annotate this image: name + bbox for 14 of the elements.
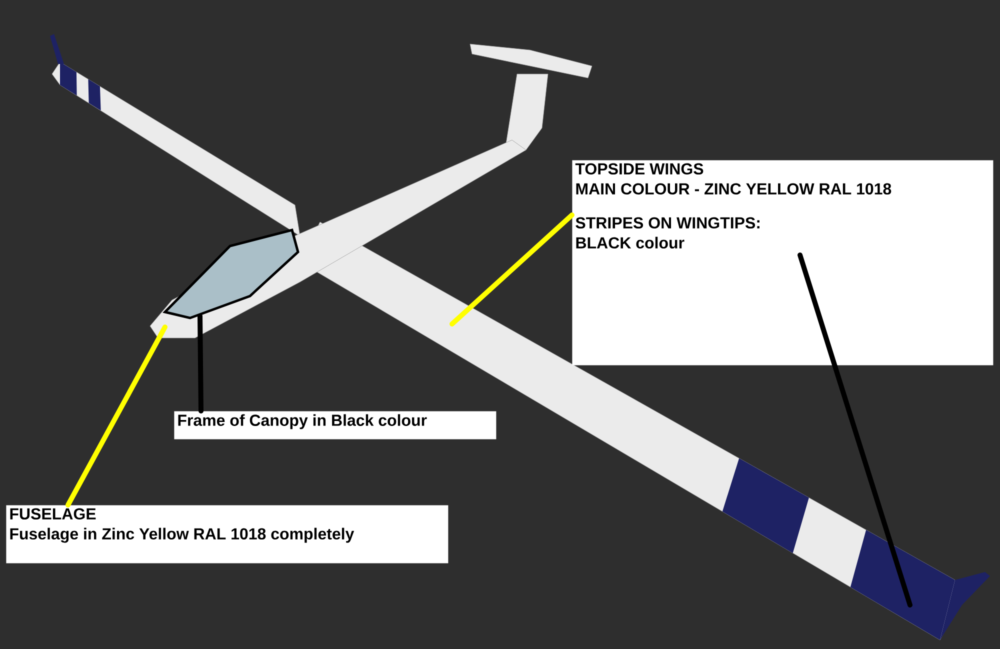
note-text: FUSELAGE bbox=[10, 508, 96, 520]
note-text: Frame of Canopy in Black colour bbox=[178, 414, 427, 430]
note-box bbox=[572, 160, 994, 366]
note-text: Fuselage in Zinc Yellow RAL 1018 completely bbox=[10, 528, 354, 543]
leader-line bbox=[198, 314, 204, 414]
note-text: STRIPES ON WINGTIPS: bbox=[576, 217, 760, 229]
note-text: MAIN COLOUR - ZINC YELLOW RAL 1018 bbox=[576, 183, 892, 195]
leader-line bbox=[66, 324, 168, 508]
note-box bbox=[174, 411, 496, 440]
note-box bbox=[6, 505, 448, 564]
note-text: TOPSIDE WINGS bbox=[575, 163, 704, 175]
leader-line bbox=[798, 252, 912, 608]
note-text: BLACK colour bbox=[576, 236, 684, 249]
leader-line bbox=[450, 212, 574, 326]
